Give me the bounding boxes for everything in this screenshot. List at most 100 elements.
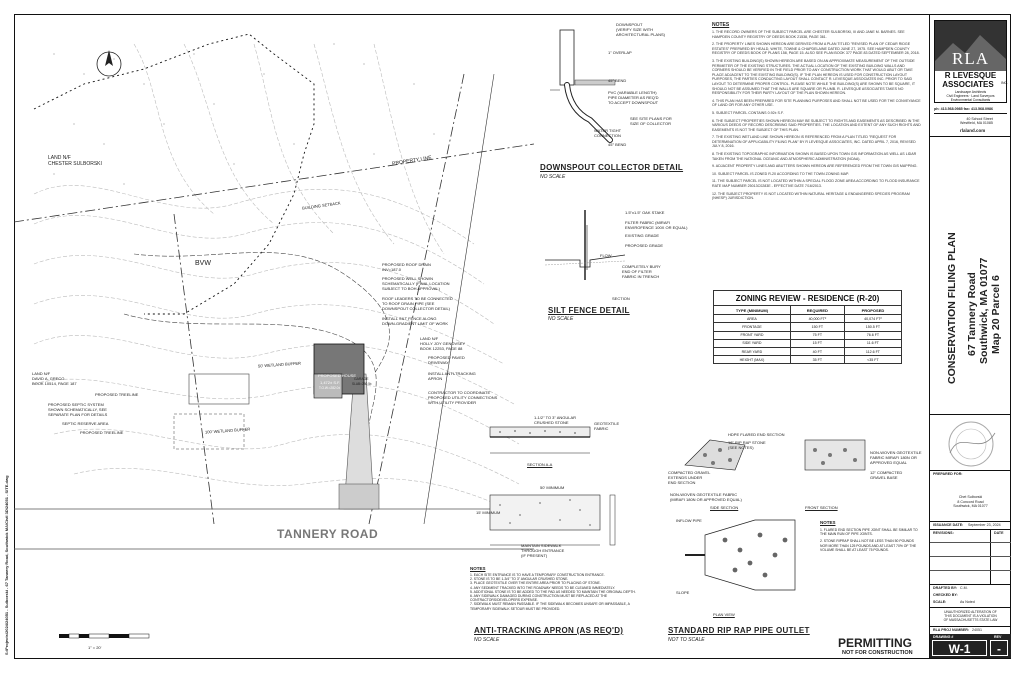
divider	[930, 414, 1011, 415]
apron-notes-heading: NOTES	[470, 566, 486, 571]
drafted-value: C.M.	[960, 586, 968, 590]
company-inc: INC.	[1001, 81, 1008, 85]
company-services: Landscape Architects Civil Engineers · L…	[946, 90, 995, 102]
title-block: RLA R LEVESQUE ASSOCIATES INC. Landscape…	[929, 14, 1011, 659]
note-item: 6. THE SUBJECT PROPERTIES SHOWN HEREON M…	[712, 118, 921, 132]
plan-title: CONSERVATION FILING PLAN	[946, 232, 958, 384]
zoning-cell: 75 FT	[789, 330, 845, 340]
callout-treeline-1: PROPOSED TREELINE	[95, 392, 139, 397]
apron-section-label: SECTION A-A	[527, 462, 553, 467]
apron-note: 7. SIDEWALK MUST REMAIN PASSABLE. IF THE…	[470, 602, 630, 611]
rev-frame: -	[990, 640, 1008, 656]
graphic-scale	[59, 633, 150, 639]
house-area: 1,472± S.F.	[320, 380, 341, 385]
garage-elevation: SLAB=280.5±	[352, 382, 372, 386]
zoning-cell: SIDE YARD	[713, 338, 791, 348]
rev-value: -	[997, 642, 1001, 656]
riprap-label-9: INFLOW PIPE	[676, 518, 702, 523]
silt-label-5: FLOW	[600, 253, 612, 258]
not-for-construction-label: NOT FOR CONSTRUCTION	[842, 650, 913, 656]
riprap-note: 2. STONE RIPRAP SHALL NOT BE LESS THAN 5…	[820, 539, 917, 552]
drawing-number: W-1	[948, 642, 971, 656]
silt-fence-drawing	[545, 210, 625, 280]
zoning-cell: 15 FT	[789, 338, 845, 348]
apron-label-15: 15' MINIMUM	[476, 510, 501, 515]
note-item: 9. ADJACENT PROPERTY LINES AND ABUTTERS …	[712, 164, 918, 169]
company-phone: ph: 413.568.0985 fax: 413.568.0986	[934, 107, 993, 111]
note-item: 11. THE SUBJECT PARCEL IS NOT LOCATED WI…	[712, 179, 920, 189]
apron-note: 1. EACH SITE ENTRANCE IS TO HAVE A TEMPO…	[470, 573, 605, 577]
engineer-seal-icon	[948, 421, 996, 467]
silt-label-7: SECTION	[612, 296, 630, 301]
downspout-label-4: PVC (VARIABLE LENGTH) PIPE DIAMETER AS R…	[608, 90, 659, 105]
site-plan	[14, 33, 534, 639]
note-item: 1. THE RECORD OWNERS OF THE SUBJECT PARC…	[712, 30, 905, 39]
zoning-cell: AREA	[713, 314, 791, 324]
silt-label-3: EXISTING GRADE	[625, 233, 660, 238]
checked-label: CHECKED BY:	[933, 593, 958, 597]
company-logo: RLA R LEVESQUE ASSOCIATES INC. Landscape…	[934, 20, 1008, 103]
callout-treeline-2: PROPOSED TREELINE	[80, 430, 124, 435]
zoning-cell: 40 FT	[789, 346, 845, 357]
anti-tracking-apron	[338, 483, 380, 510]
apron-note: 3. PLACE GEOTEXTILE OVER THE ENTIRE AREA…	[470, 581, 601, 586]
company-name-1: R LEVESQUE	[944, 71, 997, 80]
riprap-drawing	[684, 439, 866, 591]
notes-heading: NOTES	[712, 22, 730, 28]
zoning-row: HEIGHT (MAX)35 FT<35 FT	[713, 355, 903, 365]
drafted-label: DRAFTED BY:	[933, 586, 958, 590]
zoning-header: PROPOSED	[843, 304, 903, 316]
abutter-line	[423, 73, 495, 525]
apron-note: 5. ADDITIONAL STONE IS TO BE ADDED TO TH…	[470, 589, 636, 594]
drawing-number-frame: W-1	[932, 640, 987, 656]
issuance-label: ISSUANCE DATE:	[933, 523, 964, 527]
apron-scale: NO SCALE	[474, 637, 500, 643]
zoning-cell: HEIGHT (MAX)	[713, 355, 791, 365]
downspout-title: DOWNSPOUT COLLECTOR DETAIL	[540, 163, 684, 172]
wetland-buffer-100	[123, 313, 377, 425]
apron-note: 4. ANY SEDIMENT TRACKED INTO THE ROADWAY…	[470, 585, 616, 590]
note-item: 12. THE SUBJECT PROPERTY IS NOT LOCATED …	[712, 191, 910, 201]
file-path: S:\Projects\2024\24051 - Sulborski - 67 …	[4, 475, 9, 655]
riprap-label-8: 12" COMPACTED GRAVEL BASE	[870, 470, 903, 480]
wetland-line	[33, 33, 315, 315]
note-item: 10. SUBJECT PARCEL IS ZONED R-20 ACCORDI…	[712, 171, 849, 176]
callout-roof-leaders: ROOF LEADERS TO BE CONNECTED TO ROOF DRA…	[382, 296, 453, 311]
riprap-label-slope: SLOPE	[676, 590, 690, 595]
plan-location-1: 67 Tannery Road	[966, 272, 978, 356]
riprap-plan-view: PLAN VIEW	[713, 612, 735, 617]
garage-label: GARAGE	[354, 377, 369, 381]
divider	[930, 136, 1011, 137]
drawing-sheet	[14, 14, 1011, 659]
zoning-cell: 35 FT	[789, 355, 845, 365]
owner-east-label: LAND N/F HOLLY JOY GENOVSEY BOOK 12253, …	[420, 336, 466, 351]
prepared-for-label: PREPARED FOR:	[933, 472, 963, 476]
divider	[930, 556, 1011, 557]
company-website: rlaland.com	[960, 128, 986, 133]
rev-label: REV	[994, 635, 1002, 639]
riprap-label-2: 18" RIP RAP STONE (SEE NOTES)	[728, 440, 766, 450]
note-item: 7. THE EXISTING WETLAND LINE SHOWN HEREO…	[712, 135, 916, 149]
silt-label-2: FILTER FABRIC (MIRAFI ENVIROFENCE 100X O…	[625, 220, 688, 230]
issuance-date: September 23, 2024	[968, 523, 1001, 527]
zoning-cell: 76.6 FT	[843, 330, 903, 340]
apron-label-sidewalk: MAINTAIN SIDEWALK THROUGH ENTRANCE (IF P…	[521, 543, 565, 558]
note-item: 4. THIS PLAN HAS BEEN PREPARED FOR SITE …	[712, 98, 921, 108]
septic-reserve	[173, 413, 245, 450]
zoning-cell: 11.6 FT	[843, 338, 903, 348]
apron-note: 6. ANY SIDEWALK DAMAGED DURING CONSTRUCT…	[470, 594, 608, 603]
zoning-cell: FRONT YARD	[713, 330, 791, 340]
divider	[930, 542, 1011, 543]
owner-north-label: LAND N/F CHESTER SULBORSKI	[48, 155, 102, 167]
riprap-scale: NOT TO SCALE	[668, 637, 705, 643]
silt-label-6: COMPLETELY BURY END OF FILTER FABRIC IN …	[622, 264, 661, 279]
bvw-label: BVW	[195, 260, 211, 267]
divider	[930, 529, 1011, 530]
riprap-note: 1. FLARED END SECTION PIPE JOINT SHALL B…	[820, 528, 918, 537]
divider	[930, 521, 1011, 522]
silt-title: SILT FENCE DETAIL	[548, 306, 630, 315]
note-item: 3. THE EXISTING BUILDING(S) SHOWN HEREON…	[712, 58, 915, 96]
